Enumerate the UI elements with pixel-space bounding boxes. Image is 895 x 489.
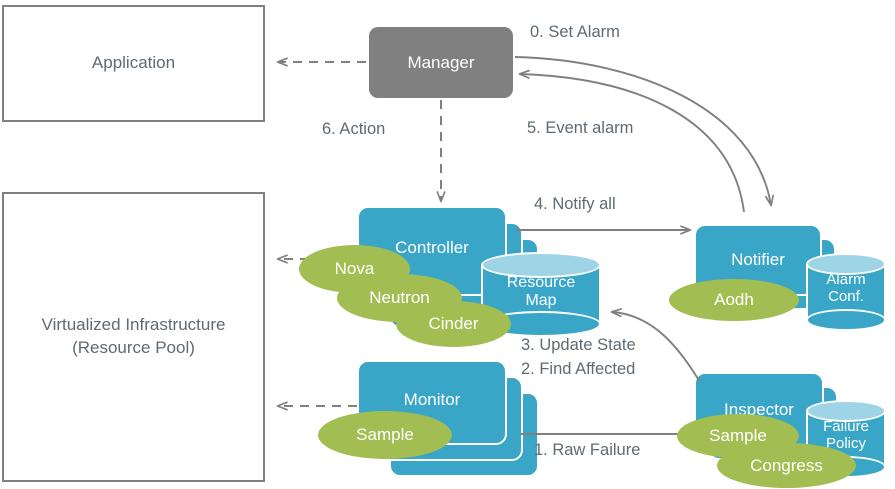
alarm-conf-label-line1: Alarm [826,271,866,288]
tag-sample-inspector-label: Sample [709,426,767,445]
tag-sample-monitor: Sample [318,411,452,459]
manager-box: Manager [369,27,513,98]
resource-map-label-line2: Map [525,292,557,310]
infrastructure-label-line2: (Resource Pool) [72,338,195,357]
edge-label-find-affected: 2. Find Affected [521,360,636,378]
tag-aodh-label: Aodh [714,290,754,309]
edge-label-update-state: 3. Update State [521,336,636,354]
resource-map-label-line1: Resource [506,274,576,291]
edge-label-event-alarm: 5. Event alarm [527,119,634,137]
virtualized-infrastructure-box: Virtualized Infrastructure (Resource Poo… [2,192,265,482]
tag-congress: Congress [717,443,856,488]
alarm-conf-cylinder-top [806,253,886,275]
edge-label-raw-failure: 1. Raw Failure [534,441,641,459]
edge-event-alarm [520,74,745,213]
edge-set-alarm [514,56,771,205]
infrastructure-label-line1: Virtualized Infrastructure [41,315,226,335]
edge-label-set-alarm: 0. Set Alarm [530,23,620,41]
tag-neutron-label: Neutron [369,288,430,307]
application-box: Application [2,5,265,122]
alarm-conf-cylinder-bottom [806,309,886,331]
resource-map-label: Resource Map [481,274,601,311]
failure-policy-label: Failure Policy [806,418,886,453]
tag-cinder: Cinder [396,301,511,347]
alarm-conf-cylinder: Alarm Conf. [806,253,886,331]
failure-policy-label-line2: Policy [825,435,866,453]
resource-map-cylinder-top [481,252,601,278]
edge-label-notify-all: 4. Notify all [534,195,616,213]
edge-inspector-to-resource-map [612,312,701,383]
tag-congress-label: Congress [750,455,823,475]
tag-cinder-label: Cinder [428,314,479,333]
failure-policy-cylinder-top [806,400,886,422]
tag-sample-monitor-label: Sample [356,425,414,444]
manager-label: Manager [407,52,475,72]
tag-aodh: Aodh [669,279,799,321]
edge-label-action: 6. Action [322,120,386,138]
tag-nova-label: Nova [334,259,375,278]
application-label: Application [91,53,176,73]
alarm-conf-label-line2: Conf. [828,288,864,306]
alarm-conf-label: Alarm Conf. [806,271,886,306]
failure-policy-label-line1: Failure [823,418,869,435]
